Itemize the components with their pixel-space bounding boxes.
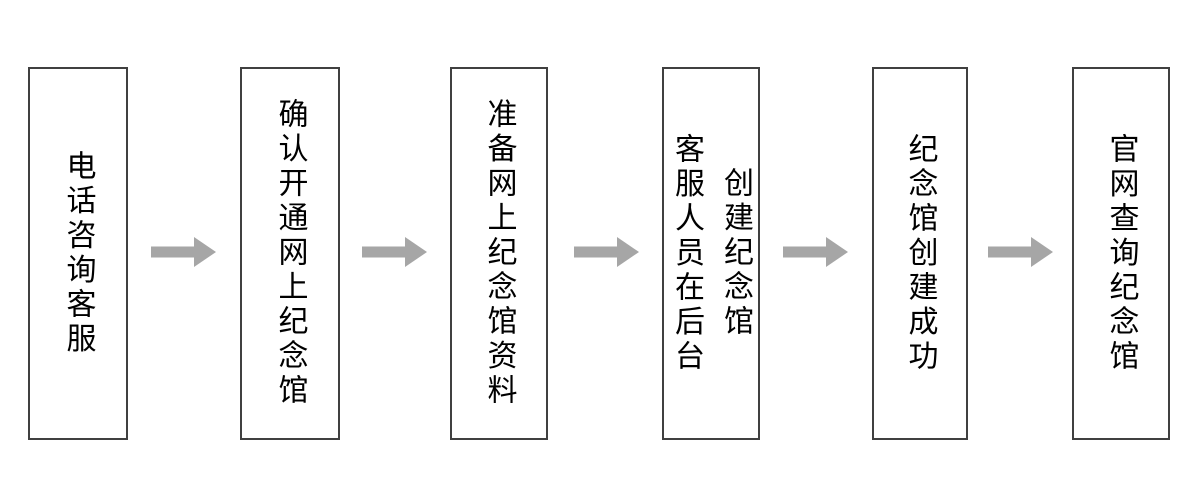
step-box-staff-create: 客服人员在后台 创建纪念馆 <box>662 67 760 440</box>
right-arrow-icon <box>988 237 1053 267</box>
step-box-create-success: 纪念馆创建成功 <box>872 67 968 440</box>
step-label: 官网查询纪念馆 <box>1103 132 1139 375</box>
step-label: 客服人员在后台 创建纪念馆 <box>669 132 753 375</box>
step-label: 准备网上纪念馆资料 <box>481 98 517 409</box>
right-arrow-icon <box>574 237 639 267</box>
right-arrow-icon <box>783 237 848 267</box>
right-arrow-icon <box>151 237 216 267</box>
step-label: 电话咨询客服 <box>60 150 96 357</box>
step-box-phone-consult: 电话咨询客服 <box>28 67 128 440</box>
right-arrow-icon <box>362 237 427 267</box>
step-label: 确认开通网上纪念馆 <box>272 98 308 409</box>
step-label: 纪念馆创建成功 <box>902 132 938 375</box>
step-box-official-site-query: 官网查询纪念馆 <box>1072 67 1170 440</box>
step-box-confirm-open: 确认开通网上纪念馆 <box>240 67 340 440</box>
step-box-prepare-materials: 准备网上纪念馆资料 <box>450 67 548 440</box>
